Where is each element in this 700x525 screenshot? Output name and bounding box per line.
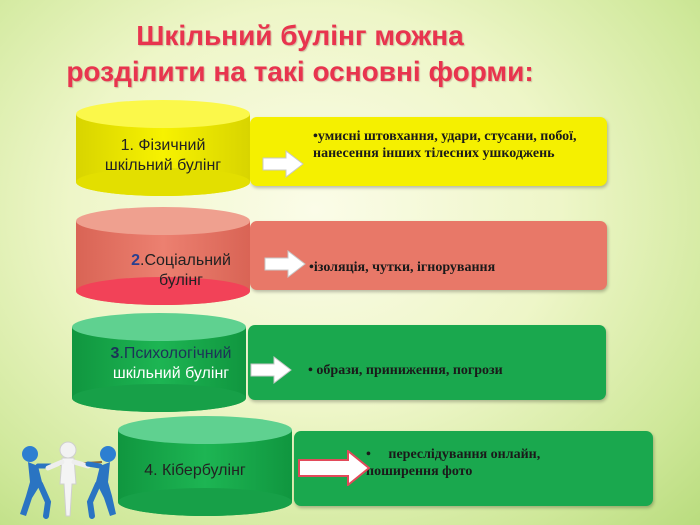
social-description: •ізоляція, чутки, ігнорування [309, 260, 496, 275]
psychological-label-line2: шкільний булінг [112, 365, 230, 382]
social-cylinder: 2.Соціальний булінг [74, 205, 252, 307]
right-arrow-icon [264, 250, 306, 278]
cyber-cylinder: 4. Кібербулінг [116, 414, 294, 519]
psychological-description: • образи, приниження, погрози [308, 363, 503, 378]
slide-title: Шкільний булінг можна розділити на такі … [0, 18, 600, 90]
right-arrow-icon [250, 356, 292, 384]
physical-cylinder: 1. Фізичний шкільний булінг [74, 98, 252, 198]
physical-label-line2: шкільний булінг [104, 157, 222, 174]
social-label-line2: булінг [158, 272, 204, 289]
cyber-description: • переслідування онлайн, поширення фото [366, 447, 544, 479]
title-line-1: Шкільний булінг можна [136, 20, 464, 51]
right-arrow-icon [298, 450, 370, 486]
psychological-label-type: .Психологічний [119, 345, 232, 362]
psychological-label-number: 3 [110, 345, 120, 362]
social-description-box [250, 221, 607, 290]
psychological-cylinder: 3.Психологічний шкільний булінг [70, 311, 248, 414]
physical-description-box [250, 117, 607, 186]
tug-of-war-figures-icon [20, 441, 116, 519]
right-arrow-icon [262, 150, 304, 178]
social-label-number: 2 [131, 252, 140, 269]
social-label-type: .Соціальний [140, 252, 231, 269]
title-line-2: розділити на такі основні форми: [66, 56, 534, 87]
physical-description: •умисні штовхання, удари, стусани, побої… [313, 129, 577, 161]
physical-label-line1: 1. Фізичний [120, 137, 206, 154]
cyber-label: 4. Кібербулінг [144, 462, 246, 479]
psychological-description-box [248, 325, 606, 400]
